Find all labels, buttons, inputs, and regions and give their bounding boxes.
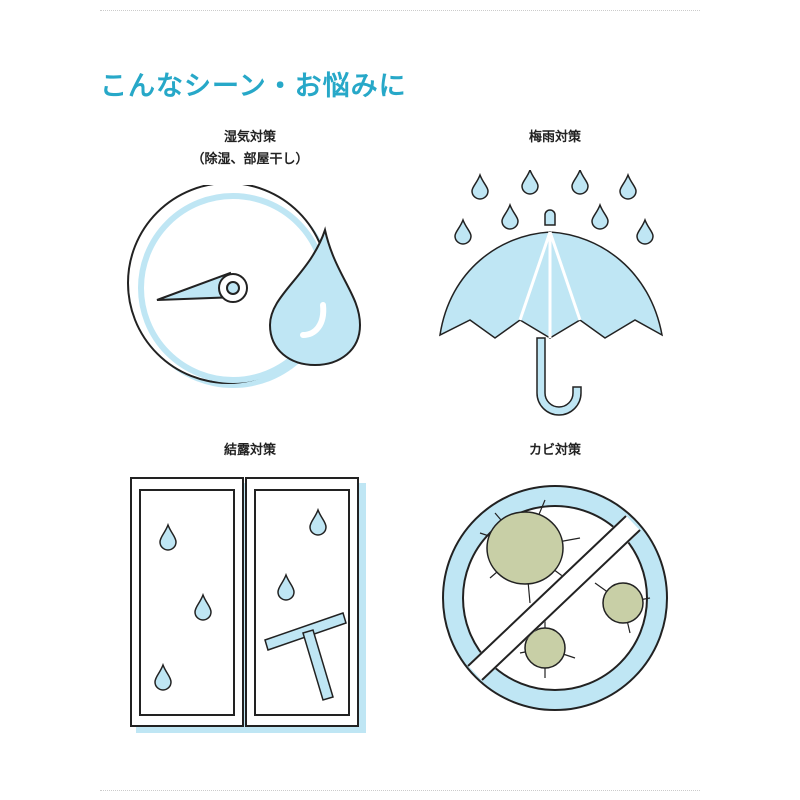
sublabel: （除湿、部屋干し） <box>191 152 309 167</box>
caption-humidity: 湿気対策 （除湿、部屋干し） <box>100 127 400 171</box>
top-divider <box>100 10 700 11</box>
caption-mold: カビ対策 <box>528 443 581 458</box>
label: 湿気対策 <box>223 130 276 145</box>
window-condensation-icon <box>130 477 366 733</box>
bottom-divider <box>100 790 700 791</box>
caption-rainy-season: 梅雨対策 <box>528 130 581 145</box>
caption-condensation: 結露対策 <box>223 443 276 458</box>
no-mold-icon <box>442 485 668 711</box>
umbrella-rain-icon <box>439 170 664 416</box>
section-title: こんなシーン・お悩みに <box>100 71 407 102</box>
humidity-gauge-icon <box>127 185 362 388</box>
